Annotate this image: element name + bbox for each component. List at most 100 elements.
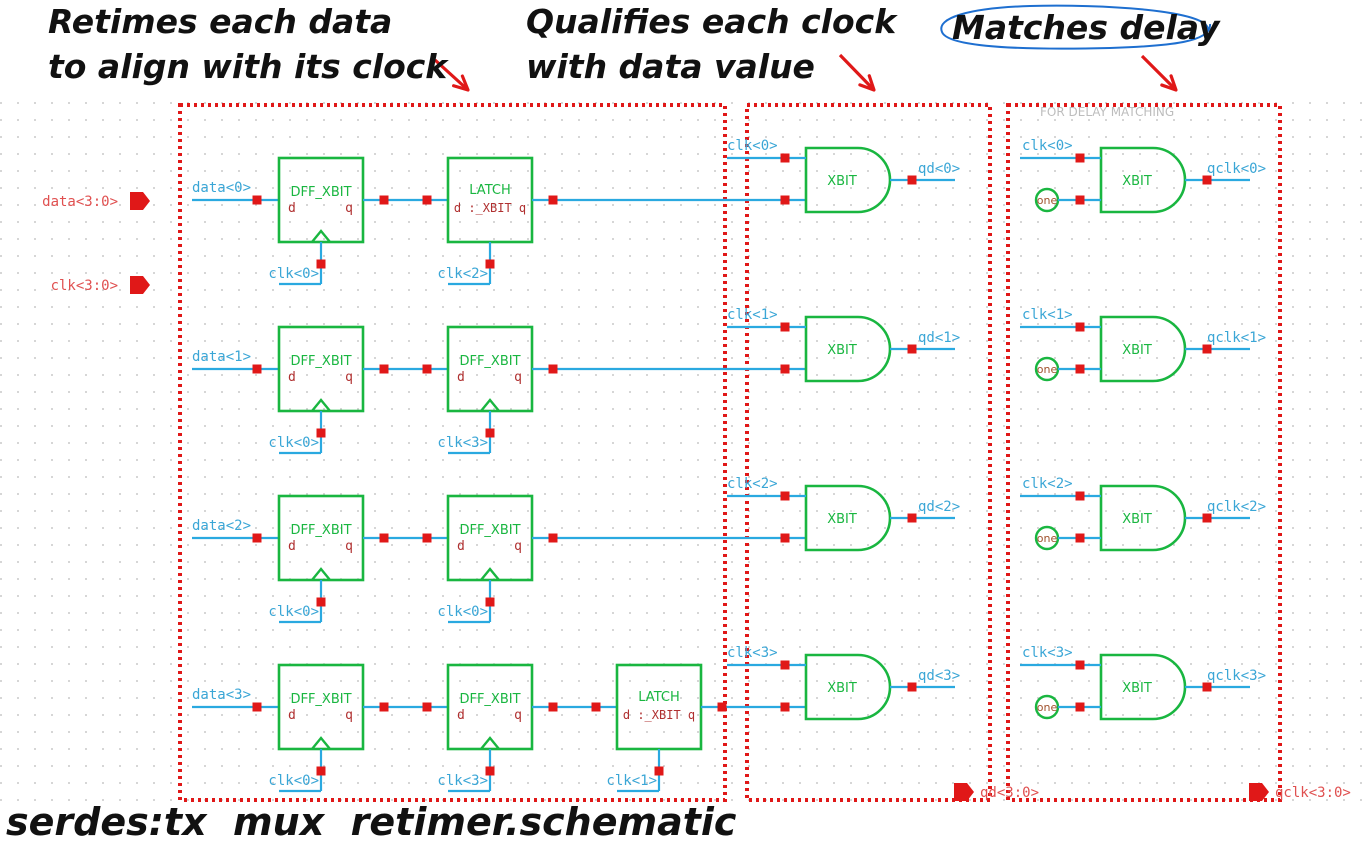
row-1-stage-0-clk-label: clk<0> xyxy=(268,435,319,451)
row-2-stage-0-clk-pin xyxy=(316,597,326,607)
row-0-stage-1-clk-label: clk<2> xyxy=(437,266,488,282)
row-3-stage-1-clk-label: clk<3> xyxy=(437,773,488,789)
row-0-stage-0-d-port: d xyxy=(288,201,296,216)
row-1-stage-1-d-port: d xyxy=(457,370,465,385)
row-3-stage-0-clk-pin xyxy=(316,766,326,776)
row-1-match-gate-label: XBIT xyxy=(1122,343,1152,358)
row-3-stage-0-q-port: q xyxy=(345,708,353,723)
row-1-stage-1-clk-pin xyxy=(485,428,495,438)
row-0-qualify-gate-label: XBIT xyxy=(827,174,857,189)
row-1-stage-0-d-port: d xyxy=(288,370,296,385)
row-1-stage-0-out-pin xyxy=(379,364,389,374)
row-1-stage-1-clock-symbol xyxy=(480,398,500,412)
row-1-stage-0-q-port: q xyxy=(345,370,353,385)
row-2-stage-0-q-port: q xyxy=(345,539,353,554)
row-3-match-gate-body xyxy=(1099,653,1187,721)
row-3-data-label: data<3> xyxy=(192,687,251,703)
row-2-stage-1-clk-label: clk<0> xyxy=(437,604,488,620)
row-3-match-clk-pin xyxy=(1075,660,1085,670)
row-1-gate-clk-pin xyxy=(780,322,790,332)
row-1-stage-1-clk-label: clk<3> xyxy=(437,435,488,451)
row-0-qd-pin xyxy=(907,175,917,185)
qualify-annotation-line-2: with data value xyxy=(526,47,815,86)
row-3-qd-pin xyxy=(907,682,917,692)
row-3-stage-0-d-port: d xyxy=(288,708,296,723)
row-1-match-gate-body xyxy=(1099,315,1187,383)
row-0-stage-1-clk-pin xyxy=(485,259,495,269)
clk-input-pin-label: clk<3:0> xyxy=(51,278,118,294)
row-2-match-gate-body xyxy=(1099,484,1187,552)
row-0-match-gate-body xyxy=(1099,146,1187,214)
row-0-stage-0-name: DFF_XBIT xyxy=(290,185,351,200)
row-0-gate-clk-pin xyxy=(780,153,790,163)
row-1-stage-0-clock-symbol xyxy=(311,398,331,412)
row-0-data-pin xyxy=(252,195,262,205)
row-3-stage-1-next-in-pin xyxy=(591,702,601,712)
row-1-data-pin xyxy=(252,364,262,374)
qualify-group-box xyxy=(745,103,992,802)
row-1-const-pin xyxy=(1075,364,1085,374)
row-1-qclk-pin xyxy=(1202,344,1212,354)
delay-annotation: Matches delay xyxy=(952,8,1220,47)
row-3-gate-data-pin xyxy=(780,702,790,712)
row-3-stage-1-name: DFF_XBIT xyxy=(459,692,520,707)
row-2-data-pin xyxy=(252,533,262,543)
row-2-gate-clk-pin xyxy=(780,491,790,501)
retime-arrow-head xyxy=(452,74,470,92)
row-2-stage-1-d-port: d xyxy=(457,539,465,554)
row-1-match-clk-label: clk<1> xyxy=(1022,307,1073,323)
row-3-match-clk-label: clk<3> xyxy=(1022,645,1073,661)
qualify-annotation-line-1: Qualifies each clock xyxy=(526,2,897,41)
row-2-data-label: data<2> xyxy=(192,518,251,534)
clk-input-pin xyxy=(130,276,150,294)
row-3-const-label: one xyxy=(1037,701,1058,714)
row-3-data-pin xyxy=(252,702,262,712)
row-2-stage-0-clock-symbol xyxy=(311,567,331,581)
retime-arrow xyxy=(433,58,470,92)
row-1-gate-data-pin xyxy=(780,364,790,374)
row-1-qd-pin xyxy=(907,344,917,354)
row-2-stage-0-next-in-pin xyxy=(422,533,432,543)
row-1-qclk-label: qclk<1> xyxy=(1207,330,1266,346)
row-3-stage-1-d-port: d xyxy=(457,708,465,723)
row-1-gate-clk-label: clk<1> xyxy=(727,307,778,323)
row-3-const-pin xyxy=(1075,702,1085,712)
row-3-stage-2-out-pin xyxy=(717,702,727,712)
row-2-stage-0-out-pin xyxy=(379,533,389,543)
row-2-match-clk-pin xyxy=(1075,491,1085,501)
row-3-qclk-pin xyxy=(1202,682,1212,692)
row-2-stage-0-clk-label: clk<0> xyxy=(268,604,319,620)
row-3-qualify-gate-body xyxy=(804,653,892,721)
row-2-stage-0-d-port: d xyxy=(288,539,296,554)
qclk-output-pin xyxy=(1249,783,1269,801)
row-3-gate-clk-label: clk<3> xyxy=(727,645,778,661)
row-3-qd-label: qd<3> xyxy=(918,668,960,684)
row-2-gate-data-pin xyxy=(780,533,790,543)
row-1-qd-label: qd<1> xyxy=(918,330,960,346)
row-3-stage-1-out-pin xyxy=(548,702,558,712)
delay-match-group-box xyxy=(1006,103,1282,802)
row-1-const-label: one xyxy=(1037,363,1058,376)
row-0-match-clk-label: clk<0> xyxy=(1022,138,1073,154)
delay-highlight-circle xyxy=(940,4,1212,50)
row-0-stage-0-clk-label: clk<0> xyxy=(268,266,319,282)
row-3-stage-0-clock-symbol xyxy=(311,736,331,750)
row-0-match-gate-label: XBIT xyxy=(1122,174,1152,189)
row-0-qd-label: qd<0> xyxy=(918,161,960,177)
row-2-stage-1-clk-pin xyxy=(485,597,495,607)
row-2-stage-1-name: DFF_XBIT xyxy=(459,523,520,538)
row-2-qd-label: qd<2> xyxy=(918,499,960,515)
row-1-stage-0-clk-pin xyxy=(316,428,326,438)
qd-output-pin xyxy=(954,783,974,801)
row-2-gate-clk-label: clk<2> xyxy=(727,476,778,492)
row-3-qualify-gate-label: XBIT xyxy=(827,681,857,696)
row-0-qualify-gate-body xyxy=(804,146,892,214)
row-3-stage-2-clk-label: clk<1> xyxy=(606,773,657,789)
retime-group-box xyxy=(178,103,727,802)
row-0-stage-1-ports: d :_XBIT q xyxy=(454,201,526,215)
row-0-match-clk-pin xyxy=(1075,153,1085,163)
row-1-stage-1-out-pin xyxy=(548,364,558,374)
row-1-data-label: data<1> xyxy=(192,349,251,365)
row-2-stage-1-q-port: q xyxy=(514,539,522,554)
